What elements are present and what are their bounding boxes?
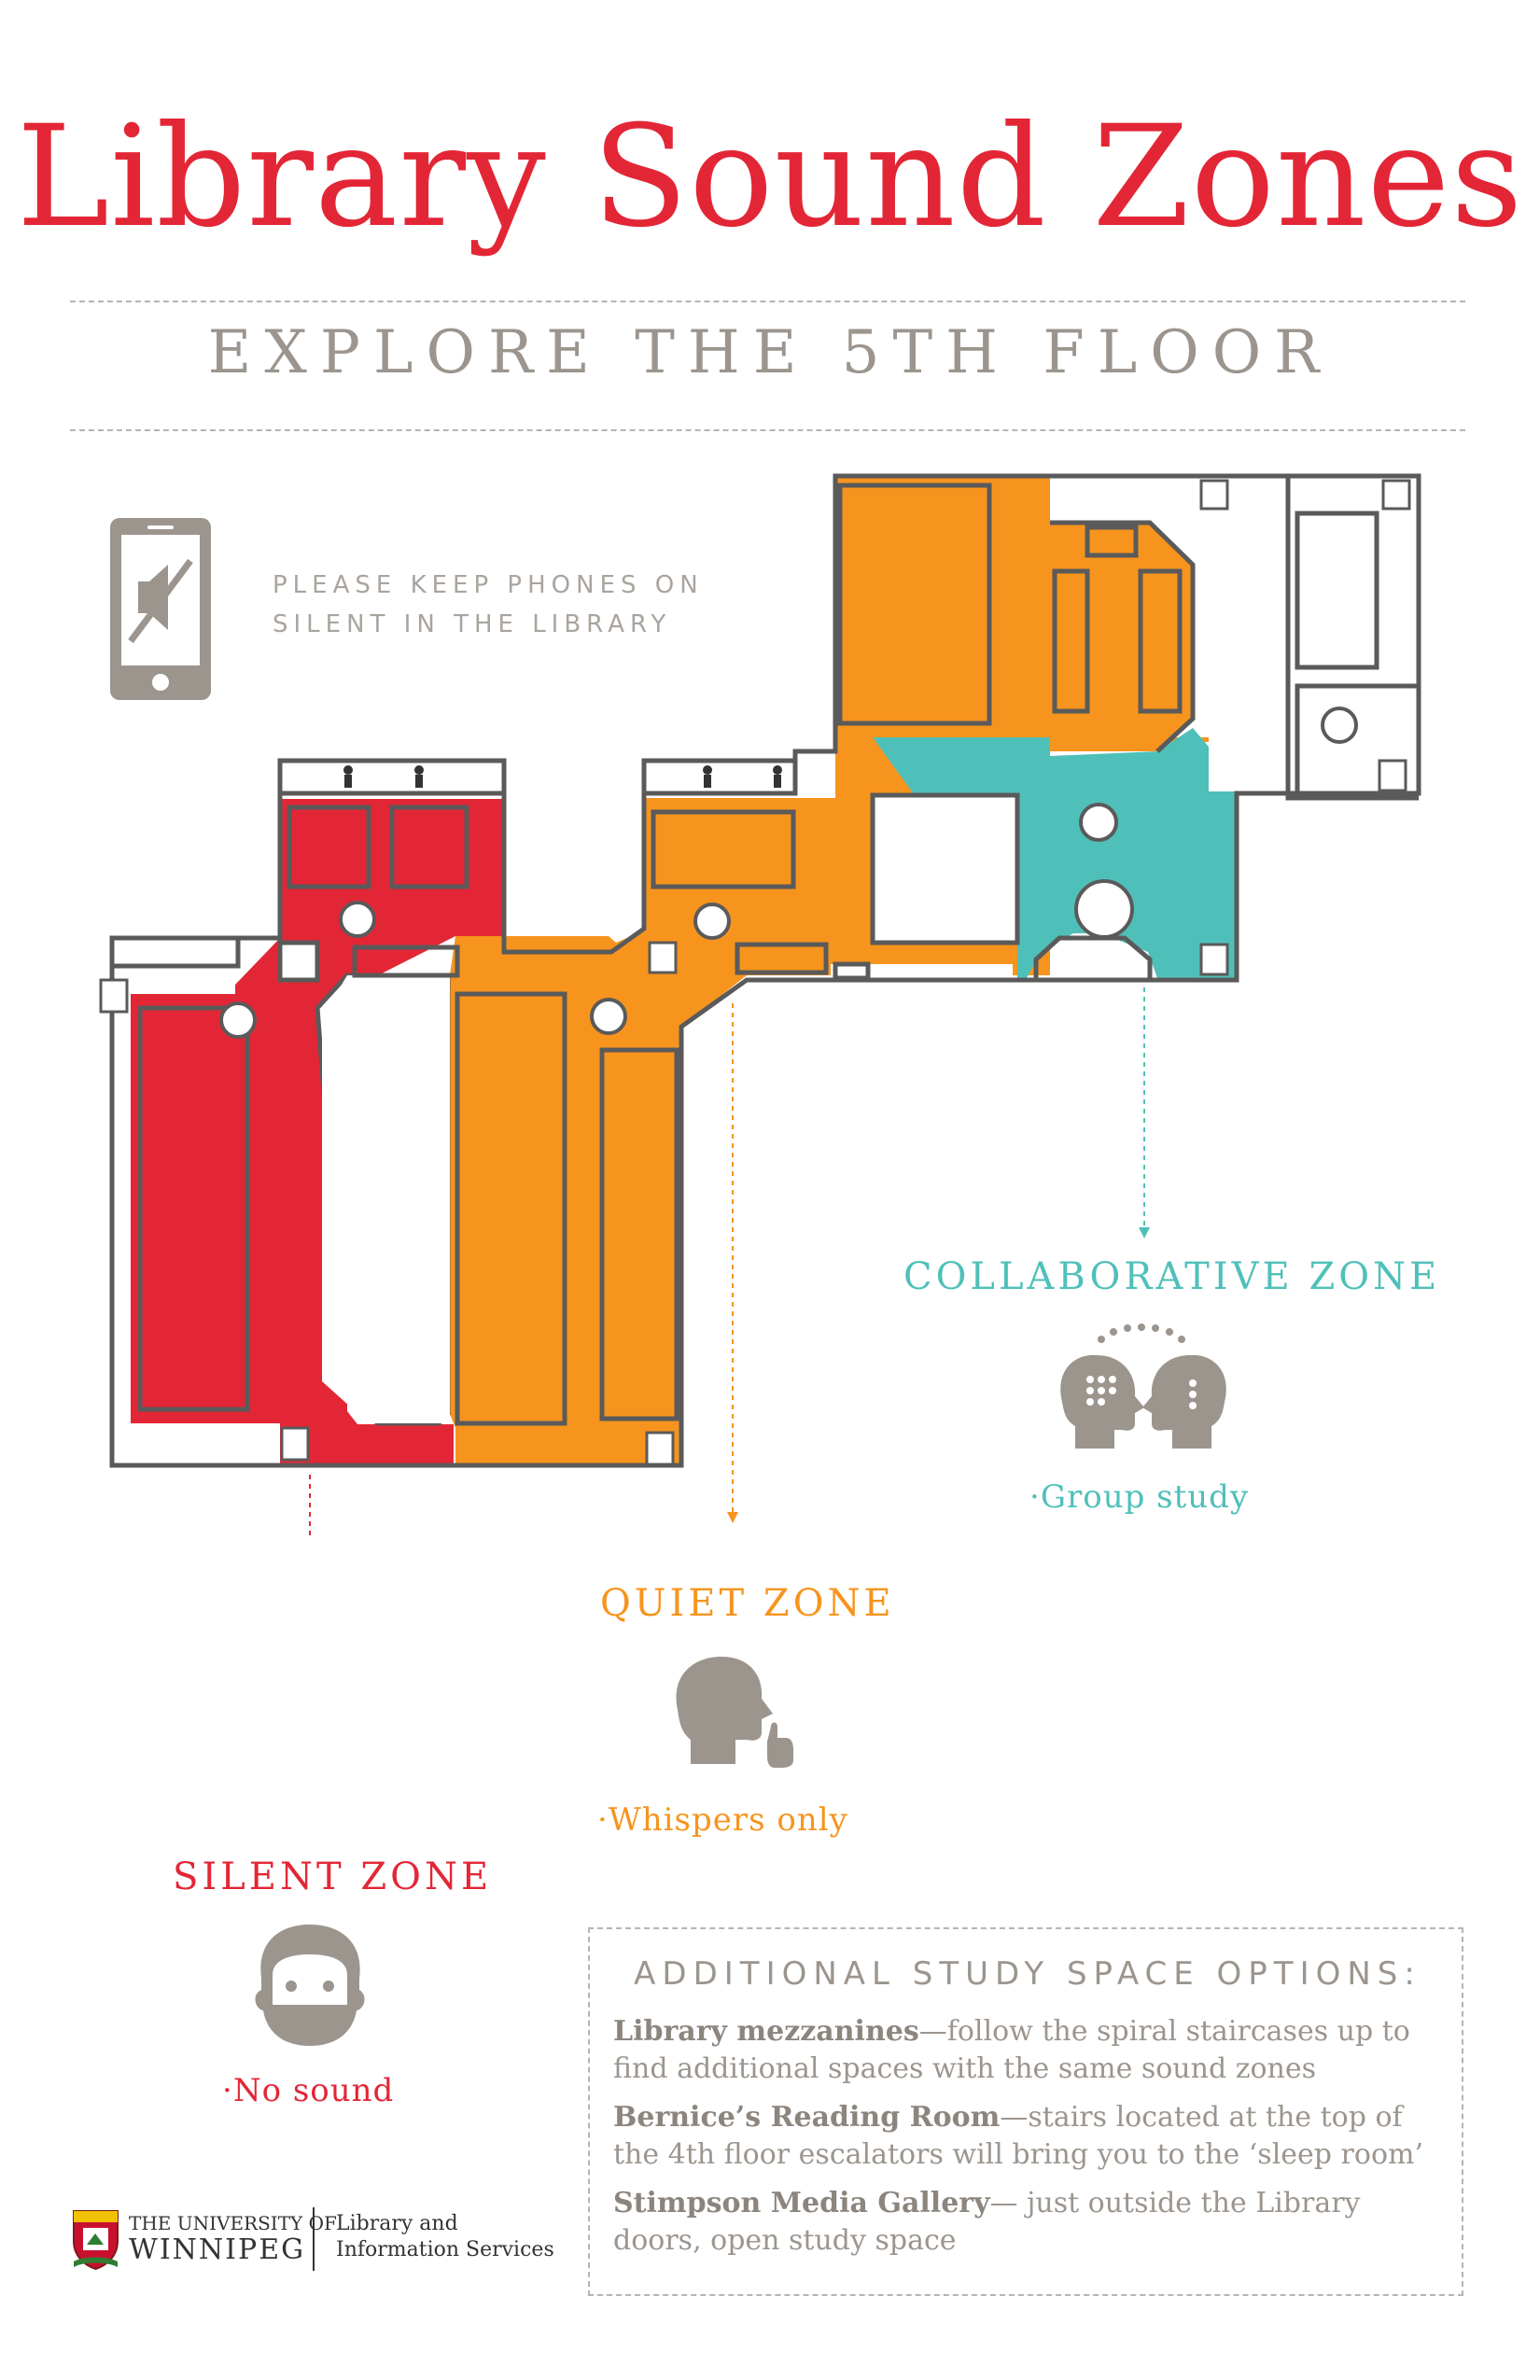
- dept-name-line1: Library and: [336, 2212, 458, 2235]
- option-text: — just outside the Library doors, open s…: [613, 2187, 1361, 2257]
- option-library-mezzanines: Library mezzanines—follow the spiral sta…: [613, 2013, 1453, 2088]
- quiet-zone-bullet: ·Whispers only: [597, 1801, 848, 1839]
- page-title: Library Sound Zones: [16, 96, 1524, 259]
- footer-divider: [313, 2207, 315, 2271]
- phone-notice-line1: PLEASE KEEP PHONES ON: [273, 571, 704, 599]
- divider-top: [70, 301, 1465, 302]
- collaborative-zone-bullet: ·Group study: [1029, 1478, 1250, 1516]
- option-name: Bernice’s Reading Room: [613, 2101, 1001, 2134]
- exit-signs: [99, 479, 1411, 1466]
- zone-silent-area: [131, 799, 504, 1465]
- option-stimpson-media-gallery: Stimpson Media Gallery— just outside the…: [613, 2185, 1453, 2260]
- option-bernices-reading-room: Bernice’s Reading Room—stairs located at…: [613, 2099, 1453, 2174]
- collaborative-zone-bullet-text: Group study: [1040, 1478, 1250, 1516]
- two-heads-talking-icon: [1060, 1323, 1226, 1449]
- floor-plan: [99, 473, 1421, 1540]
- silent-phone-icon: [110, 518, 211, 700]
- spiral-stairs: [219, 707, 1358, 1039]
- silent-zone-title: SILENT ZONE: [173, 1855, 493, 1898]
- university-name-line1: THE UNIVERSITY OF: [129, 2212, 337, 2234]
- option-name: Stimpson Media Gallery: [613, 2187, 990, 2219]
- silent-zone-bullet: ·No sound: [222, 2072, 395, 2109]
- phone-notice: PLEASE KEEP PHONES ON SILENT IN THE LIBR…: [273, 566, 721, 644]
- dept-name-line2: Information Services: [336, 2238, 554, 2261]
- divider-bottom: [70, 429, 1465, 431]
- quiet-zone-title: QUIET ZONE: [600, 1582, 895, 1625]
- university-name-line2: WINNIPEG: [129, 2233, 306, 2266]
- collaborative-zone-title: COLLABORATIVE ZONE: [903, 1255, 1441, 1298]
- quiet-zone-bullet-text: Whispers only: [608, 1801, 848, 1839]
- phone-notice-line2: SILENT IN THE LIBRARY: [273, 610, 672, 638]
- option-text: —stairs located at the top of the 4th fl…: [613, 2101, 1423, 2171]
- university-crest-icon: [73, 2210, 119, 2271]
- option-text: —follow the spiral staircases up to find…: [613, 2015, 1410, 2085]
- restroom-icons: [343, 765, 782, 788]
- page-subtitle: EXPLORE THE 5TH FLOOR: [207, 318, 1333, 387]
- additional-options-box: ADDITIONAL STUDY SPACE OPTIONS: Library …: [588, 1927, 1463, 2296]
- option-name: Library mezzanines: [613, 2015, 919, 2048]
- whispering-head-icon: [676, 1657, 793, 1768]
- covered-mouth-face-icon: [255, 1925, 365, 2046]
- zone-collaborative-area: [873, 728, 1237, 978]
- silent-zone-bullet-text: No sound: [232, 2072, 395, 2109]
- additional-options-heading: ADDITIONAL STUDY SPACE OPTIONS:: [634, 1955, 1421, 1993]
